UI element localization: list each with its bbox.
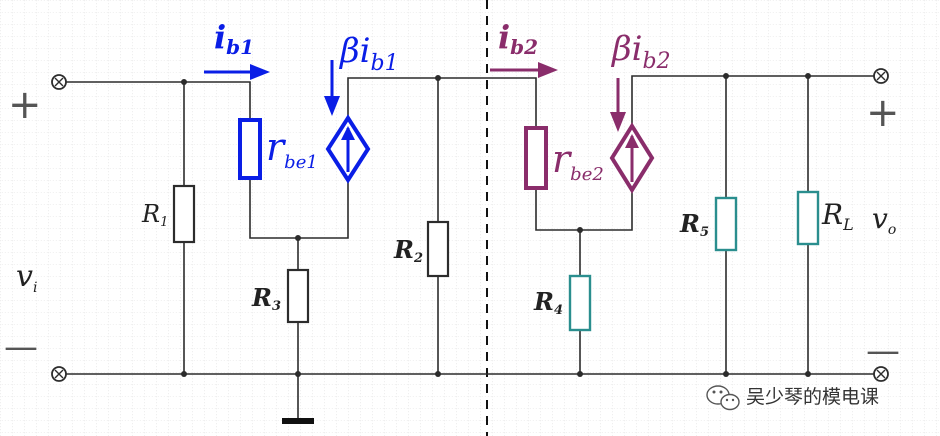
label-beta-ib1: βib1 xyxy=(338,31,399,76)
dependent-source-2 xyxy=(609,122,655,194)
resistor-r2 xyxy=(426,220,450,278)
label-vi: vi xyxy=(16,259,37,296)
resistor-r1 xyxy=(172,184,196,244)
label-rl: RL xyxy=(821,198,854,234)
wire-stage2-emitter xyxy=(535,188,633,231)
label-input-minus: — xyxy=(4,327,38,367)
label-ib1: ib1 xyxy=(214,18,254,59)
terminals xyxy=(51,68,889,382)
terminal-input-bottom xyxy=(51,366,67,382)
label-ib2: ib2 xyxy=(498,18,538,59)
terminal-input-top xyxy=(51,74,67,90)
label-rbe2: rbe2 xyxy=(552,137,604,185)
label-output-minus: — xyxy=(866,331,900,371)
dependent-source-1 xyxy=(325,114,371,184)
resistor-rbe1 xyxy=(238,118,262,180)
resistor-r3 xyxy=(286,268,310,324)
terminal-output-top xyxy=(873,68,889,84)
label-r3: R3 xyxy=(251,283,281,314)
ground-symbol xyxy=(282,418,314,424)
arrow-beta-ib2 xyxy=(610,78,626,132)
arrow-ib2 xyxy=(490,62,558,78)
label-input-plus: + xyxy=(8,82,42,128)
wires xyxy=(65,75,875,420)
label-r5: R5 xyxy=(679,209,709,240)
resistor-rl xyxy=(796,190,820,246)
terminal-output-bottom xyxy=(873,366,889,382)
label-rbe1: rbe1 xyxy=(266,125,318,173)
label-beta-ib2: βib2 xyxy=(610,29,671,74)
wire-stage2-collector xyxy=(631,75,875,126)
junction-dots xyxy=(181,73,811,377)
resistor-r4 xyxy=(568,274,592,332)
arrow-beta-ib1 xyxy=(324,60,340,116)
resistor-r5 xyxy=(714,196,738,252)
wire-stage1-collector xyxy=(347,77,537,128)
label-r1: R1 xyxy=(141,200,168,230)
label-vo: vo xyxy=(872,202,896,238)
arrow-ib1 xyxy=(204,64,270,80)
resistor-rbe2 xyxy=(524,126,548,190)
label-output-plus: + xyxy=(866,90,900,136)
wechat-icon xyxy=(706,385,740,411)
watermark-text: 吴少琴的模电课 xyxy=(746,386,879,408)
label-r2: R2 xyxy=(393,235,423,266)
wire-input-top xyxy=(65,81,251,120)
watermark: 吴少琴的模电课 xyxy=(706,385,879,411)
label-r4: R4 xyxy=(533,287,563,318)
